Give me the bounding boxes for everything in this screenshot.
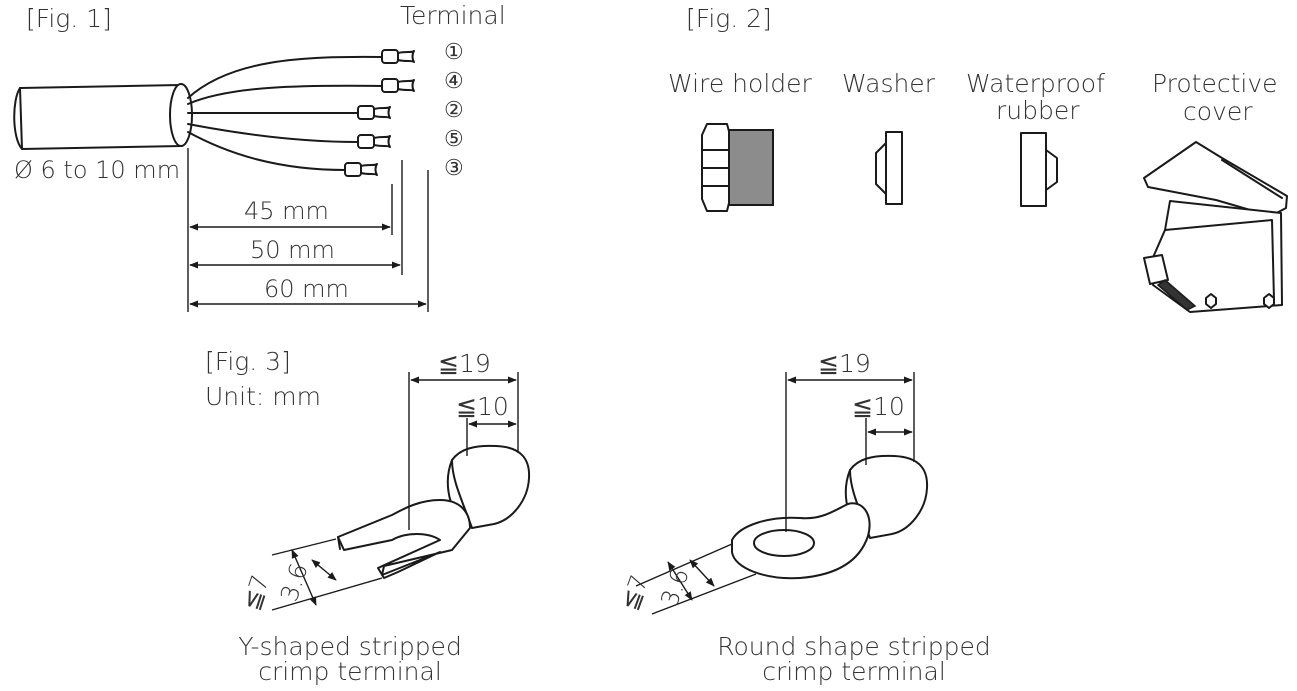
fig1-label: [Fig. 1]	[26, 4, 112, 33]
terminal-number-5: ⑤	[444, 127, 464, 152]
terminal-icons	[344, 49, 415, 177]
round-caption-2: crimp terminal	[762, 657, 946, 686]
wire-holder-icon	[701, 123, 774, 212]
cable-diameter-label: Ø 6 to 10 mm	[14, 156, 180, 184]
y-width: ≦7	[237, 572, 275, 614]
y-total-length: ≦19	[438, 349, 491, 378]
fig1-group: [Fig. 1] Terminal ① ④ ② ⑤ ③	[13, 1, 506, 312]
fig3-label: [Fig. 3]	[205, 347, 291, 376]
y-terminal-dimensions	[271, 372, 519, 611]
fig3-group: [Fig. 3] Unit: mm ≦19 ≦10 ≦7 3.6 Y-shape…	[205, 347, 991, 686]
terminal-label: Terminal	[400, 1, 506, 30]
dim-50mm: 50 mm	[250, 236, 335, 264]
dim-60mm: 60 mm	[264, 275, 349, 303]
y-slot: 3.6	[275, 560, 313, 605]
waterproof-rubber-icon	[1020, 132, 1058, 207]
round-caption-1: Round shape stripped	[717, 632, 990, 661]
y-caption-1: Y-shaped stripped	[238, 632, 462, 661]
wires-icon	[187, 55, 383, 171]
protective-cover-label-2: cover	[1183, 97, 1253, 126]
terminal-number-4: ④	[444, 69, 464, 94]
terminal-number-2: ②	[444, 98, 464, 123]
fig2-group: [Fig. 2] Wire holder Washer Waterproof r…	[668, 4, 1288, 313]
protective-cover-label-1: Protective	[1152, 69, 1278, 98]
round-sleeve-length: ≦10	[852, 392, 905, 421]
dim-45mm: 45 mm	[244, 197, 329, 225]
waterproof-rubber-label-1: Waterproof	[966, 69, 1105, 98]
round-terminal-icon	[731, 454, 929, 580]
round-terminal-dimensions	[635, 372, 915, 615]
wire-holder-label: Wire holder	[668, 69, 813, 98]
washer-icon	[875, 131, 903, 205]
waterproof-rubber-label-2: rubber	[996, 96, 1080, 125]
y-caption-2: crimp terminal	[258, 657, 442, 686]
cable-icon	[13, 83, 193, 150]
unit-label: Unit: mm	[205, 382, 321, 411]
fig2-label: [Fig. 2]	[686, 4, 772, 33]
round-total-length: ≦19	[818, 349, 871, 378]
terminal-number-1: ①	[444, 40, 464, 65]
round-width: ≦7	[615, 571, 653, 614]
terminal-number-3: ③	[444, 156, 464, 181]
y-sleeve-length: ≦10	[456, 392, 509, 421]
dimension-lines	[187, 148, 429, 312]
y-terminal-icon	[337, 444, 531, 579]
washer-label: Washer	[842, 69, 936, 98]
protective-cover-icon	[1143, 141, 1288, 313]
round-hole: 3.6	[655, 565, 694, 610]
